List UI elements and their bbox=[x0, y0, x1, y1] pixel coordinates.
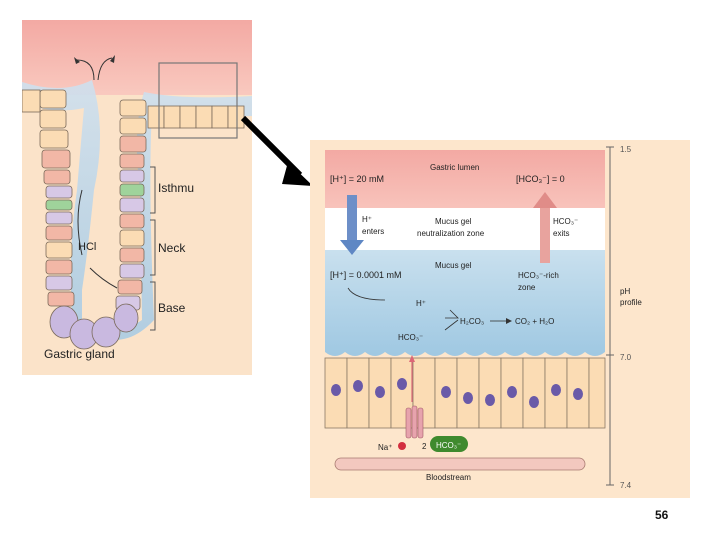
h-path-arrow bbox=[347, 287, 386, 301]
hco3-exits-arrow bbox=[533, 192, 557, 263]
hco3-label: HCO₃⁻ bbox=[398, 333, 423, 342]
neutralization-zone-band bbox=[325, 208, 605, 250]
ph-profile-label-1: pH bbox=[620, 287, 630, 296]
h-enters-label-2: enters bbox=[362, 227, 384, 236]
base-label: Base bbox=[158, 301, 186, 315]
isthmus-label: Isthmu bbox=[158, 181, 194, 195]
hcl-arrow-up bbox=[77, 189, 83, 256]
h-enters-arrow bbox=[340, 195, 364, 255]
ph-bottom-label: 7.4 bbox=[620, 481, 632, 490]
h-lumen-label: [H⁺] = 20 mM bbox=[330, 174, 384, 184]
gastric-gland-illustration: Isthmu Neck Base HCl Gastric gland bbox=[22, 20, 252, 361]
isthmus-bracket bbox=[150, 166, 156, 214]
zoom-box bbox=[158, 62, 238, 139]
na-ion bbox=[398, 442, 406, 450]
base-bracket bbox=[150, 281, 156, 331]
h2co3-label: H₂CO₃ bbox=[460, 317, 484, 326]
mucus-layer bbox=[22, 80, 252, 340]
left-wall-cells bbox=[39, 89, 75, 307]
transporter bbox=[405, 405, 424, 439]
gland-title: Gastric gland bbox=[44, 347, 115, 361]
neck-label: Neck bbox=[158, 241, 186, 255]
flow-arrow-right bbox=[97, 57, 113, 81]
base-cells bbox=[49, 303, 139, 350]
neck-bracket bbox=[150, 219, 156, 276]
gastric-lumen-band bbox=[325, 150, 605, 208]
surface-cells bbox=[22, 89, 245, 129]
ph-scale bbox=[606, 146, 614, 486]
blood-vessel bbox=[334, 457, 586, 471]
merge-arrow bbox=[444, 309, 459, 331]
cell-nuclei bbox=[331, 378, 583, 408]
lumen-band bbox=[22, 20, 252, 95]
ph-top-label: 1.5 bbox=[620, 145, 632, 154]
mucus-gel-label: Mucus gel bbox=[435, 261, 472, 270]
ph-mid-label: 7.0 bbox=[620, 353, 632, 362]
zone-label-2: neutralization zone bbox=[417, 229, 485, 238]
hco3-exits-label-1: HCO₃⁻ bbox=[553, 217, 578, 226]
mucus-gel-band bbox=[325, 250, 605, 356]
bloodstream-label: Bloodstream bbox=[426, 473, 471, 482]
slide-number: 56 bbox=[655, 508, 669, 522]
mucosa-detail-panel: Gastric lumen [H⁺] = 20 mM [HCO₃⁻] = 0 H… bbox=[310, 140, 690, 498]
products-label: CO₂ + H₂O bbox=[515, 317, 554, 326]
epithelial-cells bbox=[324, 357, 606, 429]
h-enters-label-1: H⁺ bbox=[362, 215, 372, 224]
hcl-label: HCl bbox=[78, 241, 96, 253]
zone-label-1: Mucus gel bbox=[435, 217, 472, 226]
flow-arrow-left bbox=[76, 59, 95, 81]
right-wall-cells bbox=[115, 99, 147, 311]
hco3-exits-label-2: exits bbox=[553, 229, 569, 238]
two-label: 2 bbox=[422, 442, 427, 451]
na-label: Na⁺ bbox=[378, 443, 392, 452]
hco3-rich-label-1: HCO₃⁻-rich bbox=[518, 271, 559, 280]
hco3-rich-label-2: zone bbox=[518, 283, 536, 292]
h-gel-label: [H⁺] = 0.0001 mM bbox=[330, 270, 402, 280]
gastric-lumen-label: Gastric lumen bbox=[430, 163, 479, 172]
hco3-pill bbox=[430, 436, 468, 452]
mucosa-diagram: Gastric lumen [H⁺] = 20 mM [HCO₃⁻] = 0 H… bbox=[324, 145, 642, 490]
hco3-pill-label: HCO₃⁻ bbox=[436, 441, 461, 450]
h-plus-label: H⁺ bbox=[416, 299, 426, 308]
hcl-arrow-down bbox=[89, 267, 118, 289]
hco3-lumen-label: [HCO₃⁻] = 0 bbox=[516, 174, 565, 184]
ph-profile-label-2: profile bbox=[620, 298, 642, 307]
gastric-gland-panel: Isthmu Neck Base HCl Gastric gland bbox=[22, 20, 252, 375]
